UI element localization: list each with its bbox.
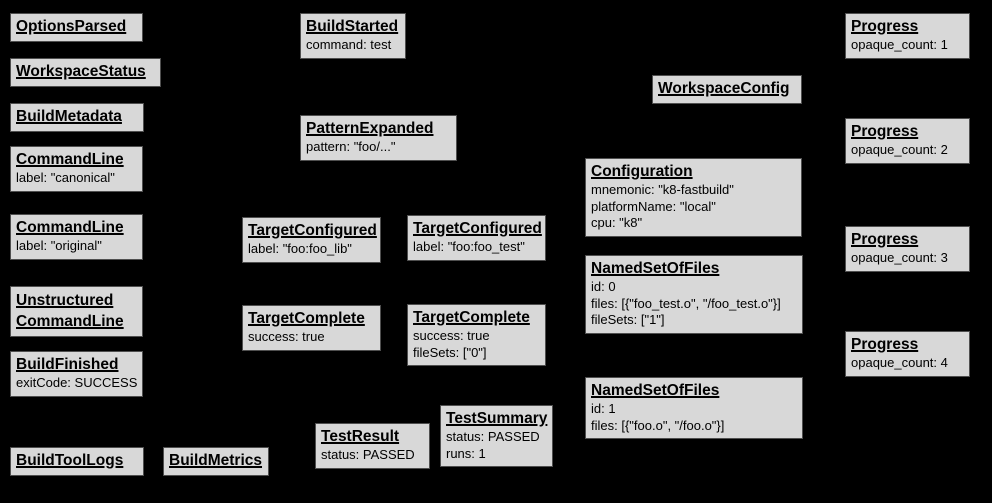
- node-pattern-expanded: PatternExpanded pattern: "foo/...": [300, 115, 457, 161]
- event-title: TargetComplete: [413, 309, 530, 326]
- node-build-metrics: BuildMetrics: [163, 447, 269, 476]
- event-detail: opaque_count: 3: [851, 250, 948, 265]
- event-detail: success: true: [248, 329, 325, 344]
- node-target-complete-foo-lib: TargetComplete success: true: [242, 305, 381, 351]
- event-detail: exitCode: SUCCESS: [16, 375, 138, 390]
- node-named-set-of-files-0: NamedSetOfFiles id: 0 files: [{"foo_test…: [585, 255, 803, 334]
- event-detail: opaque_count: 4: [851, 355, 948, 370]
- node-test-summary: TestSummary status: PASSED runs: 1: [440, 405, 553, 467]
- node-build-metadata: BuildMetadata: [10, 103, 144, 132]
- node-progress-2: Progress opaque_count: 2: [845, 118, 970, 164]
- event-title: Progress: [851, 336, 919, 353]
- node-test-result: TestResult status: PASSED: [315, 423, 430, 469]
- node-progress-3: Progress opaque_count: 3: [845, 226, 970, 272]
- event-detail: id: 0: [591, 279, 616, 294]
- node-command-line-canonical: CommandLine label: "canonical": [10, 146, 143, 192]
- event-detail: pattern: "foo/...": [306, 139, 396, 154]
- event-detail: opaque_count: 1: [851, 37, 948, 52]
- event-detail: status: PASSED: [446, 429, 540, 444]
- event-title: Configuration: [591, 163, 693, 180]
- node-target-complete-foo-test: TargetComplete success: true fileSets: […: [407, 304, 546, 366]
- event-title: NamedSetOfFiles: [591, 260, 720, 277]
- node-named-set-of-files-1: NamedSetOfFiles id: 1 files: [{"foo.o", …: [585, 377, 803, 439]
- node-target-configured-foo-lib: TargetConfigured label: "foo:foo_lib": [242, 217, 381, 263]
- event-title: WorkspaceConfig: [658, 80, 790, 97]
- event-title: BuildMetadata: [16, 108, 122, 125]
- event-detail: mnemonic: "k8-fastbuild": [591, 182, 734, 197]
- node-build-tool-logs: BuildToolLogs: [10, 447, 144, 476]
- event-title: CommandLine: [16, 219, 124, 236]
- event-title: TargetComplete: [248, 310, 365, 327]
- event-title: BuildFinished: [16, 356, 119, 373]
- event-title: CommandLine: [16, 151, 124, 168]
- event-detail: fileSets: ["1"]: [591, 312, 665, 327]
- event-title: BuildToolLogs: [16, 452, 124, 469]
- event-title: Progress: [851, 18, 919, 35]
- event-detail: fileSets: ["0"]: [413, 344, 487, 360]
- node-target-configured-foo-test: TargetConfigured label: "foo:foo_test": [407, 215, 546, 261]
- event-detail: status: PASSED: [321, 447, 415, 462]
- node-workspace-status: WorkspaceStatus: [10, 58, 161, 87]
- event-detail: runs: 1: [446, 445, 486, 461]
- event-title: OptionsParsed: [16, 18, 127, 35]
- event-title: TestSummary: [446, 410, 548, 427]
- event-detail: files: [{"foo_test.o", "/foo_test.o"}]: [591, 295, 781, 311]
- node-workspace-config: WorkspaceConfig: [652, 75, 802, 104]
- node-command-line-original: CommandLine label: "original": [10, 214, 143, 260]
- event-title: TestResult: [321, 428, 400, 445]
- event-title: WorkspaceStatus: [16, 63, 146, 80]
- event-title: TargetConfigured: [248, 222, 377, 239]
- event-title: PatternExpanded: [306, 120, 434, 137]
- event-title: TargetConfigured: [413, 220, 542, 237]
- event-detail: label: "original": [16, 238, 102, 253]
- node-unstructured-command-line: Unstructured CommandLine: [10, 286, 143, 337]
- event-detail: label: "foo:foo_test": [413, 239, 525, 254]
- node-build-finished: BuildFinished exitCode: SUCCESS: [10, 351, 143, 397]
- event-title: NamedSetOfFiles: [591, 382, 720, 399]
- event-detail: id: 1: [591, 401, 616, 416]
- event-title: BuildStarted: [306, 18, 399, 35]
- event-detail: command: test: [306, 37, 392, 52]
- event-title: Unstructured CommandLine: [16, 292, 124, 330]
- event-title: Progress: [851, 231, 919, 248]
- event-detail: files: [{"foo.o", "/foo.o"}]: [591, 417, 725, 433]
- node-build-started: BuildStarted command: test: [300, 13, 406, 59]
- event-detail: cpu: "k8": [591, 215, 643, 230]
- event-detail: success: true: [413, 328, 490, 343]
- event-detail: label: "canonical": [16, 170, 115, 185]
- node-progress-4: Progress opaque_count: 4: [845, 331, 970, 377]
- event-title: Progress: [851, 123, 919, 140]
- event-detail: label: "foo:foo_lib": [248, 241, 352, 256]
- node-configuration: Configuration mnemonic: "k8-fastbuild" p…: [585, 158, 802, 237]
- node-options-parsed: OptionsParsed: [10, 13, 143, 42]
- event-detail: opaque_count: 2: [851, 142, 948, 157]
- event-detail: platformName: "local": [591, 198, 716, 214]
- node-progress-1: Progress opaque_count: 1: [845, 13, 970, 59]
- event-title: BuildMetrics: [169, 452, 263, 469]
